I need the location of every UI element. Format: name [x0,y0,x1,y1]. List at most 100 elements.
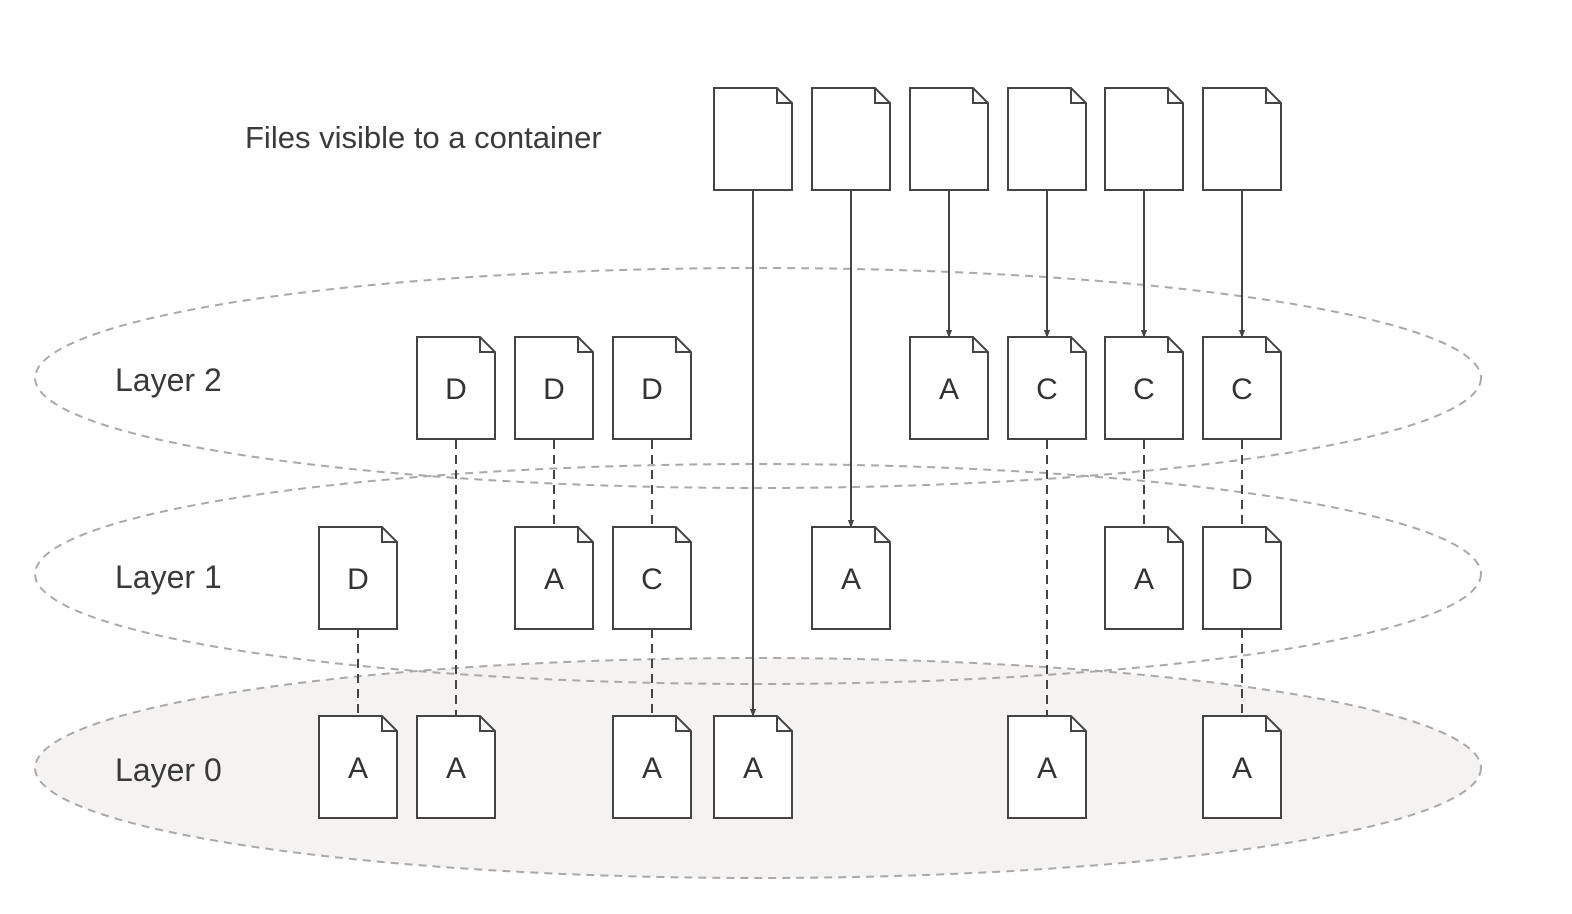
page-fold-icon [1070,716,1086,732]
page-fold-icon [1167,88,1183,104]
layer-1-file-4: A [811,526,891,630]
document-label: A [642,752,662,785]
document-icon [811,526,891,630]
page-fold-icon [1265,88,1281,104]
visible-file-1 [713,87,793,191]
document-icon [713,87,793,191]
page-fold-icon [381,716,397,732]
layer-2-file-1: D [416,336,496,440]
document-icon [1202,526,1282,630]
document-label: D [543,373,565,406]
page-fold-icon [1167,337,1183,353]
document-icon [1202,715,1282,819]
layer-0-file-6: A [1202,715,1282,819]
layer-1-file-6: D [1202,526,1282,630]
layer-0-file-4: A [713,715,793,819]
document-label: A [1232,752,1252,785]
document-icon [318,715,398,819]
page-fold-icon [479,716,495,732]
layer-2-ellipse [34,267,1482,489]
layer-2-file-6: C [1104,336,1184,440]
document-icon [612,526,692,630]
document-label: A [939,373,959,406]
page-fold-icon [1070,88,1086,104]
document-icon [1007,87,1087,191]
document-icon [1007,336,1087,440]
caption: Files visible to a container [245,120,602,155]
document-label: C [641,563,663,596]
document-label: C [1133,373,1155,406]
page-fold-icon [874,527,890,543]
page-fold-icon [577,337,593,353]
page-fold-icon [1265,337,1281,353]
document-label: A [348,752,368,785]
document-label: C [1231,373,1253,406]
document-icon [514,526,594,630]
layer-2-file-3: D [612,336,692,440]
visible-file-4 [1007,87,1087,191]
document-icon [612,336,692,440]
document-label: A [1134,563,1154,596]
visible-file-6 [1202,87,1282,191]
layer-2-file-2: D [514,336,594,440]
page-fold-icon [1167,527,1183,543]
document-icon [909,87,989,191]
layer-1-label: Layer 1 [115,559,222,595]
document-label: D [641,373,663,406]
page-fold-icon [1265,527,1281,543]
document-icon [416,715,496,819]
document-icon [514,336,594,440]
layer-0-file-1: A [318,715,398,819]
connectors [357,440,1243,716]
document-label: A [446,752,466,785]
page-fold-icon [972,337,988,353]
page-fold-icon [1070,337,1086,353]
layer-1-file-1: D [318,526,398,630]
page-fold-icon [381,527,397,543]
page-fold-icon [675,716,691,732]
page-fold-icon [577,527,593,543]
page-fold-icon [776,88,792,104]
page-fold-icon [1265,716,1281,732]
page-fold-icon [675,527,691,543]
layer-0-file-5: A [1007,715,1087,819]
document-label: C [1036,373,1058,406]
document-icon [1104,336,1184,440]
document-label: A [544,563,564,596]
visible-file-3 [909,87,989,191]
page-fold-icon [972,88,988,104]
document-icon [811,87,891,191]
layer-2-file-5: C [1007,336,1087,440]
page-fold-icon [479,337,495,353]
layer-2-file-7: C [1202,336,1282,440]
layer-1-ellipse [34,463,1482,685]
layer-2-label: Layer 2 [115,362,222,398]
document-icon [1104,526,1184,630]
visible-file-5 [1104,87,1184,191]
document-icon [1202,336,1282,440]
document-icon [1007,715,1087,819]
document-icon [1202,87,1282,191]
page-fold-icon [675,337,691,353]
layer-1-file-5: A [1104,526,1184,630]
layer-1-file-3: C [612,526,692,630]
layer-0-label: Layer 0 [115,752,222,788]
layer-0-file-3: A [612,715,692,819]
arrows [749,190,1246,717]
document-icon [318,526,398,630]
document-label: A [1037,752,1057,785]
visible-file-2 [811,87,891,191]
document-label: D [445,373,467,406]
document-icon [612,715,692,819]
document-label: A [743,752,763,785]
layer-0-file-2: A [416,715,496,819]
page-fold-icon [776,716,792,732]
document-icon [416,336,496,440]
document-icon [713,715,793,819]
layer-1-file-2: A [514,526,594,630]
document-icon [909,336,989,440]
layer-2-file-4: A [909,336,989,440]
document-label: D [347,563,369,596]
